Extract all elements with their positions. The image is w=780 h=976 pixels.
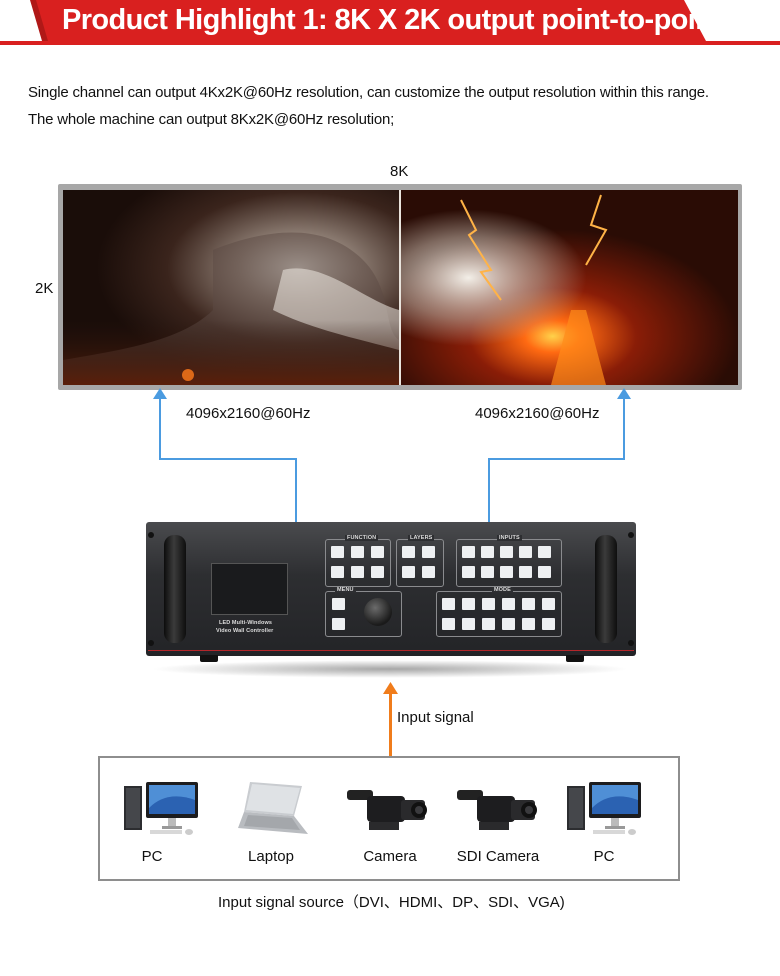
- arrow-up-icon: [153, 388, 167, 399]
- function-key[interactable]: [371, 546, 384, 558]
- input-key[interactable]: [462, 546, 475, 558]
- desktop-pc-icon: [124, 782, 198, 835]
- menu-esc-key[interactable]: [332, 618, 345, 630]
- layer-key[interactable]: [422, 546, 435, 558]
- input-sources-box: [98, 756, 680, 881]
- sdi-camera-icon: [457, 790, 537, 830]
- function-key[interactable]: [351, 566, 364, 578]
- input-key[interactable]: [519, 546, 532, 558]
- header-underline: [0, 41, 780, 45]
- foot-left: [200, 655, 218, 662]
- laptop-icon: [238, 782, 308, 834]
- output-label-left: 4096x2160@60Hz: [186, 405, 311, 422]
- header-banner: [30, 0, 706, 41]
- mode-key[interactable]: [482, 618, 495, 630]
- mode-key[interactable]: [542, 598, 555, 610]
- mode-key[interactable]: [502, 618, 515, 630]
- function-key[interactable]: [331, 546, 344, 558]
- mode-key[interactable]: [522, 598, 535, 610]
- mode-key[interactable]: [482, 598, 495, 610]
- input-key[interactable]: [500, 566, 513, 578]
- input-key[interactable]: [462, 566, 475, 578]
- function-key[interactable]: [331, 566, 344, 578]
- mode-key[interactable]: [442, 618, 455, 630]
- function-section-label: FUNCTION: [345, 535, 379, 541]
- input-signal-arrow: [389, 692, 392, 756]
- layer-key[interactable]: [402, 546, 415, 558]
- mode-key[interactable]: [462, 598, 475, 610]
- handle-left: [164, 535, 186, 643]
- input-source-note: Input signal source（DVI、HDMI、DP、SDI、VGA): [218, 894, 565, 911]
- screen-image-right: [401, 190, 738, 385]
- panel-text-line-1: LED Multi-Windows: [219, 620, 272, 626]
- input-key[interactable]: [481, 566, 494, 578]
- input-key[interactable]: [481, 546, 494, 558]
- menu-ok-key[interactable]: [332, 598, 345, 610]
- mode-key[interactable]: [542, 618, 555, 630]
- source-label-pc: PC: [141, 848, 163, 865]
- screen-image-left: [63, 190, 399, 385]
- function-key[interactable]: [351, 546, 364, 558]
- panel-text-line-2: Video Wall Controller: [216, 628, 274, 634]
- input-key[interactable]: [538, 566, 551, 578]
- source-label-pc: PC: [593, 848, 615, 865]
- source-label-laptop: Laptop: [248, 848, 294, 865]
- input-signal-label: Input signal: [397, 709, 474, 726]
- rotary-knob[interactable]: [364, 598, 392, 626]
- mode-key[interactable]: [502, 598, 515, 610]
- input-key[interactable]: [538, 546, 551, 558]
- source-label-camera: Camera: [363, 848, 417, 865]
- layer-key[interactable]: [402, 566, 415, 578]
- page-title: Product Highlight 1: 8K X 2K output poin…: [62, 4, 722, 36]
- mode-key[interactable]: [462, 618, 475, 630]
- description-line-2: The whole machine can output 8Kx2K@60Hz …: [28, 111, 395, 128]
- foot-right: [566, 655, 584, 662]
- function-key[interactable]: [371, 566, 384, 578]
- screen-split-divider: [399, 190, 401, 385]
- input-key[interactable]: [500, 546, 513, 558]
- output-label-right: 4096x2160@60Hz: [475, 405, 600, 422]
- controller-shadow: [150, 660, 630, 678]
- layers-section-label: LAYERS: [408, 535, 435, 541]
- screen-height-label: 2K: [35, 280, 54, 297]
- source-label-sdi-camera: SDI Camera: [456, 848, 540, 865]
- mode-key[interactable]: [442, 598, 455, 610]
- handle-right: [595, 535, 617, 643]
- layer-key[interactable]: [422, 566, 435, 578]
- inputs-section-label: INPUTS: [497, 535, 522, 541]
- desktop-pc-icon: [567, 782, 641, 835]
- description-line-1: Single channel can output 4Kx2K@60Hz res…: [28, 84, 709, 101]
- mode-key[interactable]: [522, 618, 535, 630]
- lcd-display: [211, 563, 288, 615]
- menu-section-label: MENU: [335, 587, 356, 593]
- arrow-up-icon: [383, 682, 398, 694]
- front-trim-line: [148, 650, 634, 651]
- screen-width-label: 8K: [390, 163, 409, 180]
- arrow-up-icon: [617, 388, 631, 399]
- menu-panel: [325, 591, 402, 637]
- video-camera-icon: [347, 790, 427, 830]
- input-key[interactable]: [519, 566, 532, 578]
- mode-section-label: MODE: [492, 587, 513, 593]
